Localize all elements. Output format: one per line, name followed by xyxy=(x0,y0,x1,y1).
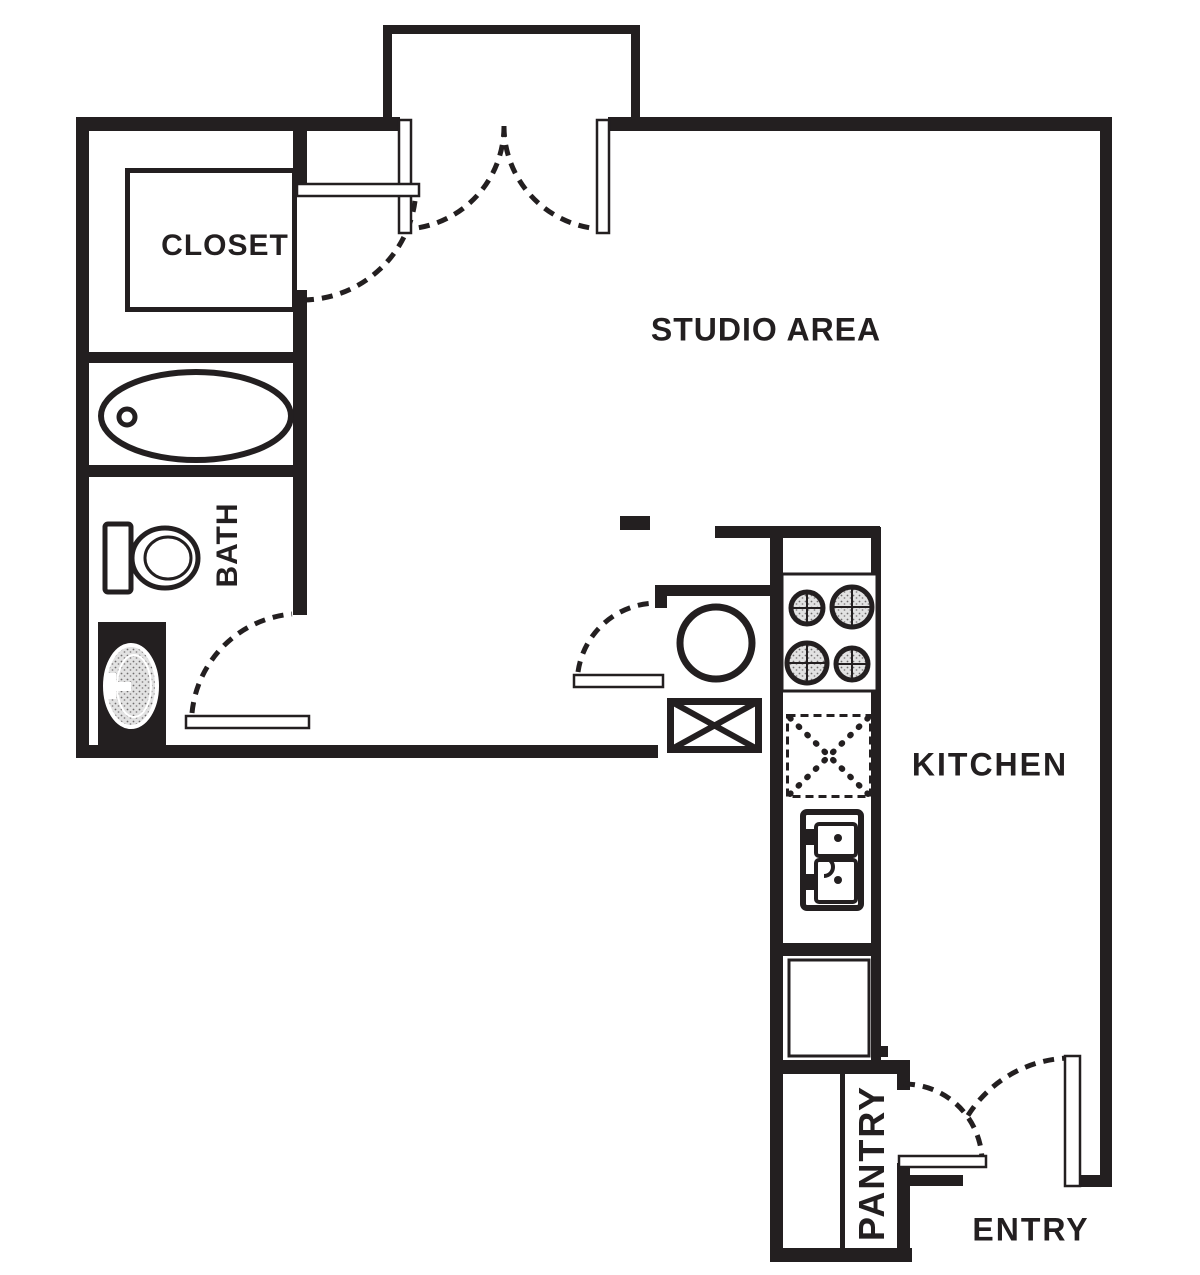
toilet-seat xyxy=(143,535,193,581)
wall-alcove-left xyxy=(383,25,392,117)
double-door-arc-left xyxy=(407,125,507,232)
double-basin-sink xyxy=(800,809,864,911)
nook-door-leaf xyxy=(572,673,665,689)
wall-bath-bottom xyxy=(76,745,658,758)
closet-inner-box xyxy=(125,168,297,312)
wall-entry-stub xyxy=(910,1175,963,1186)
wall-nook-top xyxy=(655,585,772,596)
wall-top-right xyxy=(608,117,1112,131)
wall-tub-bottom xyxy=(85,465,297,477)
entry-label: ENTRY xyxy=(972,1211,1090,1248)
bath-door-arc xyxy=(189,611,293,714)
entry-door-leaf xyxy=(1063,1054,1082,1188)
wall-alcove-top xyxy=(383,25,640,34)
wall-kitchen-top xyxy=(715,526,880,538)
pantry-door-arc xyxy=(903,1081,985,1161)
nook-door-arc xyxy=(575,600,659,673)
double-door-arc-right xyxy=(501,125,601,232)
wall-pantry-top xyxy=(770,1060,910,1074)
wall-pantry-divider xyxy=(840,1074,845,1248)
double-door-leaf-left xyxy=(397,118,413,235)
bathtub xyxy=(98,369,294,463)
wall-pantry-right-lower xyxy=(897,1163,910,1262)
cabinet-x xyxy=(667,698,762,753)
studio-area-label: STUDIO AREA xyxy=(650,311,882,348)
wall-tick xyxy=(620,516,650,530)
wall-left xyxy=(76,117,89,758)
closet-door-leaf xyxy=(295,182,421,198)
sink-spout-icon xyxy=(823,856,835,878)
toilet-bowl xyxy=(129,525,201,591)
bath-door-leaf xyxy=(184,714,311,730)
wall-fridge-stub xyxy=(878,1046,888,1057)
kitchen-fixtures xyxy=(667,572,879,1058)
sink-faucet-icon xyxy=(805,829,815,845)
pantry-label: PANTRY xyxy=(851,1085,892,1241)
walls xyxy=(76,25,1112,1262)
wall-right-jog xyxy=(1080,1175,1112,1187)
pantry-door-leaf xyxy=(897,1154,988,1169)
wall-nook-stub xyxy=(655,585,667,608)
wall-right xyxy=(1100,117,1112,1187)
wall-pantry-bottom xyxy=(770,1248,912,1262)
vanity-faucet-icon xyxy=(107,673,116,699)
wall-top-left xyxy=(76,117,400,131)
bath-fixtures xyxy=(98,369,294,747)
bathtub-drain xyxy=(116,406,138,428)
wall-tub-top xyxy=(85,352,297,363)
bath-label: BATH xyxy=(211,502,244,588)
toilet-tank xyxy=(102,521,134,595)
wall-divider-upper xyxy=(293,117,307,183)
wall-alcove-right xyxy=(631,25,640,117)
dishwasher-space xyxy=(786,714,872,798)
closet-label: CLOSET xyxy=(161,229,289,262)
vanity-faucet-spout-icon xyxy=(114,682,131,691)
wall-counter-cap xyxy=(778,943,877,956)
entry-door-arc xyxy=(964,1055,1074,1119)
refrigerator-space xyxy=(787,958,871,1058)
wall-kitchen-left xyxy=(770,538,783,1262)
double-door-leaf-right xyxy=(595,118,611,235)
sink-faucet-icon-2 xyxy=(805,874,815,890)
door-arcs xyxy=(189,125,1074,1161)
wall-divider-mid xyxy=(293,290,307,615)
round-kitchen-sink xyxy=(676,603,756,683)
range-burners xyxy=(780,572,879,693)
wall-kitchen-right xyxy=(871,527,881,1062)
kitchen-label: KITCHEN xyxy=(911,746,1069,783)
door-leaves xyxy=(184,118,1082,1188)
